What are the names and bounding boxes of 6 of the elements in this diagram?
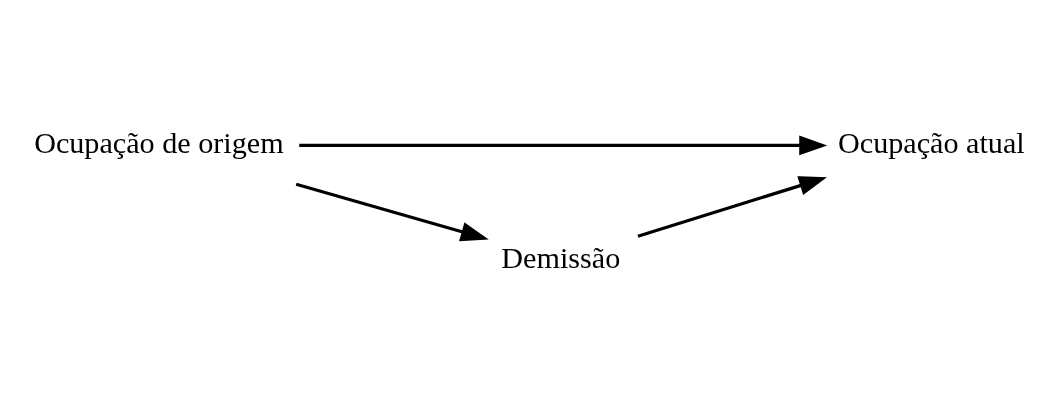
node-text: Ocupação atual <box>837 126 1025 161</box>
node-text: Ocupação de origem <box>34 126 284 161</box>
node-text: Demissão <box>501 240 621 275</box>
arrow <box>637 176 827 238</box>
arrow <box>295 182 489 242</box>
arrow <box>299 135 828 156</box>
